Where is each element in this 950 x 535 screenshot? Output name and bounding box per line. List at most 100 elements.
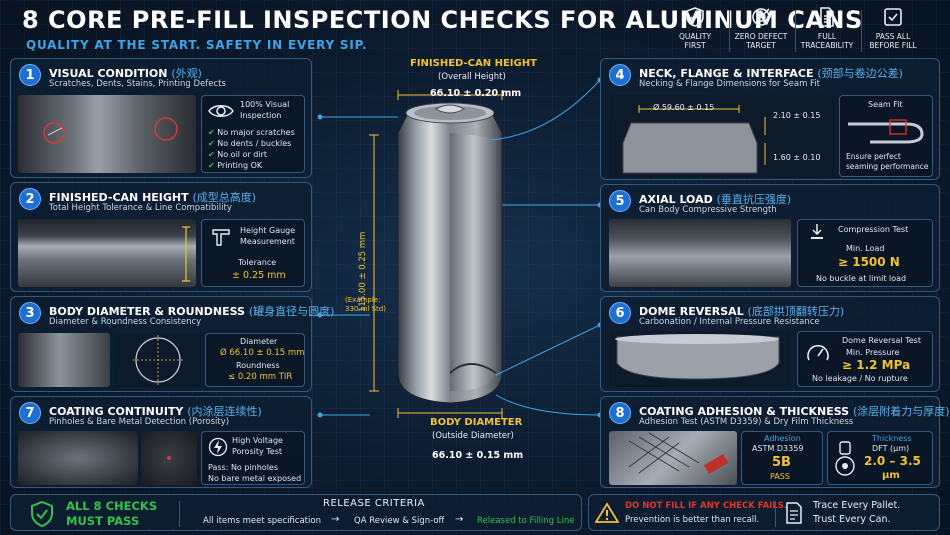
page-title: 8 CORE PRE-FILL INSPECTION CHECKS FOR AL… [22,6,863,34]
check-subtitle: Can Body Compressive Strength [639,205,777,215]
check-title: DOME REVERSAL (底部拱顶翻转压力) [639,305,845,318]
check-subtitle: Adhesion Test (ASTM D3359) & Dry Film Th… [639,417,854,427]
trace-line1: Trace Every Pallet. [813,500,901,511]
seam-crosssection [848,119,924,144]
header-divider [861,10,862,52]
check-item: ✔ No oil or dirt [208,150,268,159]
roundness-diagram [115,333,201,387]
header-divider [795,10,796,52]
check-panel-visual-condition: 1 VISUAL CONDITION (外观) Scratches, Dents… [10,58,312,178]
compression-test-box: Compression Test Min. Load ≥ 1500 N No b… [797,219,933,287]
warning-icon [595,502,619,523]
shield-check-icon [31,500,53,528]
adhesion-result: PASS [770,472,790,481]
check-title: COATING CONTINUITY (内涂层连续性) [49,405,262,418]
check-panel-neck-flange: 4 NECK, FLANGE & INTERFACE (颈部与卷边公差) Nec… [600,58,940,180]
height-tolerance-value: ± 0.25 mm [232,270,286,281]
crosshatch-test-photo [609,431,737,485]
caliper-icon [212,229,230,246]
roundness-value: ≤ 0.20 mm TIR [228,372,293,382]
trace-line2: Trust Every Can. [813,514,891,525]
header-divider [729,10,730,52]
footer-divider [775,501,776,527]
porosity-test-box: High Voltage Porosity Test Pass: No pinh… [201,431,305,485]
height-gauge-box: Height Gauge Measurement Tolerance ± 0.2… [201,219,305,287]
seam-fit-box: Seam Fit Ensure perfect seaming performa… [839,95,933,177]
release-criteria-title: RELEASE CRITERIA [323,498,425,509]
check-subtitle: Necking & Flange Dimensions for Seam Fit [639,79,821,89]
check-panel-can-height: 2 FINISHED-CAN HEIGHT (成型总高度) Total Heig… [10,182,312,292]
release-step-3: Released to Filling Line [477,516,575,526]
neck-diameter-value: Ø 59.60 ± 0.15 [653,103,715,112]
min-load-value: ≥ 1500 N [838,255,900,269]
diameter-value: Ø 66.10 ± 0.15 mm [220,348,305,358]
footer-warning-bar: DO NOT FILL IF ANY CHECK FAILS. Preventi… [588,494,940,531]
check-subtitle: Pinholes & Bare Metal Detection (Porosit… [49,417,230,427]
all-checks-pass-line1: ALL 8 CHECKS [66,499,158,513]
checkmark-icon: ✔ [208,139,215,148]
can-height-photo [18,219,196,287]
flange-dimension-1: 2.10 ± 0.15 [773,111,821,120]
can-surface-photo [18,95,196,173]
target-icon [752,8,770,26]
check-subtitle: Scratches, Dents, Stains, Printing Defec… [49,79,226,89]
check-title: BODY DIAMETER & ROUNDNESS (罐身直径与圆度) [49,305,335,318]
height-marker [182,226,190,282]
check-number: 4 [609,64,631,86]
warning-line2: Prevention is better than recall. [625,515,760,525]
check-title: FINISHED-CAN HEIGHT (成型总高度) [49,191,257,204]
check-item: ✔ No dents / buckles [208,139,292,148]
min-pressure-value: ≥ 1.2 MPa [842,358,911,372]
center-diameter-subtitle: (Outside Diameter) [432,431,514,441]
check-panel-dome-reversal: 6 DOME REVERSAL (底部拱顶翻转压力) Carbonation /… [600,296,940,392]
center-can-illustration [317,77,600,418]
footer-release-bar: ALL 8 CHECKS MUST PASS RELEASE CRITERIA … [10,494,582,531]
document-icon [786,502,802,524]
center-bottom-dimension: 66.10 ± 0.15 mm [432,450,524,461]
check-number: 6 [609,302,631,324]
check-panel-body-diameter: 3 BODY DIAMETER & ROUNDNESS (罐身直径与圆度) Di… [10,296,334,392]
checkbox-icon [884,8,902,26]
check-panel-coating-continuity: 7 COATING CONTINUITY (内涂层连续性) Pinholes &… [10,396,312,488]
can-dome-photo [609,331,791,387]
center-height-title: FINISHED-CAN HEIGHT [410,58,537,69]
checkmark-icon: ✔ [208,128,215,137]
check-item: ✔ Printing OK [208,161,263,170]
pressure-gauge-icon [807,344,829,361]
check-title: VISUAL CONDITION (外观) [49,67,202,80]
flange-dimension-2: 1.60 ± 0.10 [773,153,821,162]
center-top-dimension: 66.10 ± 0.20 mm [430,88,522,99]
center-diameter-title: BODY DIAMETER [430,417,523,428]
arrow-right-icon: → [455,514,464,525]
check-title: AXIAL LOAD (垂直抗压强度) [639,193,792,206]
dome-reversal-test-box: Dome Reversal Test Min. Pressure ≥ 1.2 M… [797,331,933,387]
press-down-icon [811,224,823,239]
can-interior-photo [18,431,138,485]
check-panel-axial-load: 5 AXIAL LOAD (垂直抗压强度) Can Body Compressi… [600,184,940,292]
shield-check-icon [686,7,704,27]
eye-icon [208,105,234,117]
check-subtitle: Carbonation / Internal Pressure Resistan… [639,317,820,327]
thickness-box: Thickness DFT (µm) 2.0 – 3.5 µm [827,431,933,485]
check-panel-coating-adhesion: 8 COATING ADHESION & THICKNESS (涂层附着力与厚度… [600,396,950,488]
release-step-1: All items meet specification [203,516,321,526]
warning-line1: DO NOT FILL IF ANY CHECK FAILS. [625,501,788,511]
check-title: NECK, FLANGE & INTERFACE (颈部与卷边公差) [639,67,903,80]
thickness-gauge-icon [835,441,855,476]
can-body-photo [18,333,110,387]
all-checks-pass-line2: MUST PASS [66,514,140,528]
thickness-range-value: 2.0 – 3.5 [864,454,921,468]
checkmark-icon: ✔ [208,161,215,170]
check-number: 1 [19,64,41,86]
checkmark-icon: ✔ [208,150,215,159]
pinhole-closeup-photo [141,431,197,485]
adhesion-box: Adhesion ASTM D3359 5B PASS [741,431,823,485]
check-number: 3 [19,302,41,324]
check-subtitle: Total Height Tolerance & Line Compatibil… [49,203,232,213]
neck-flange-diagram [609,95,835,177]
document-icon [820,7,834,27]
visual-inspection-box: 100% Visual Inspection ✔ No major scratc… [201,95,305,173]
